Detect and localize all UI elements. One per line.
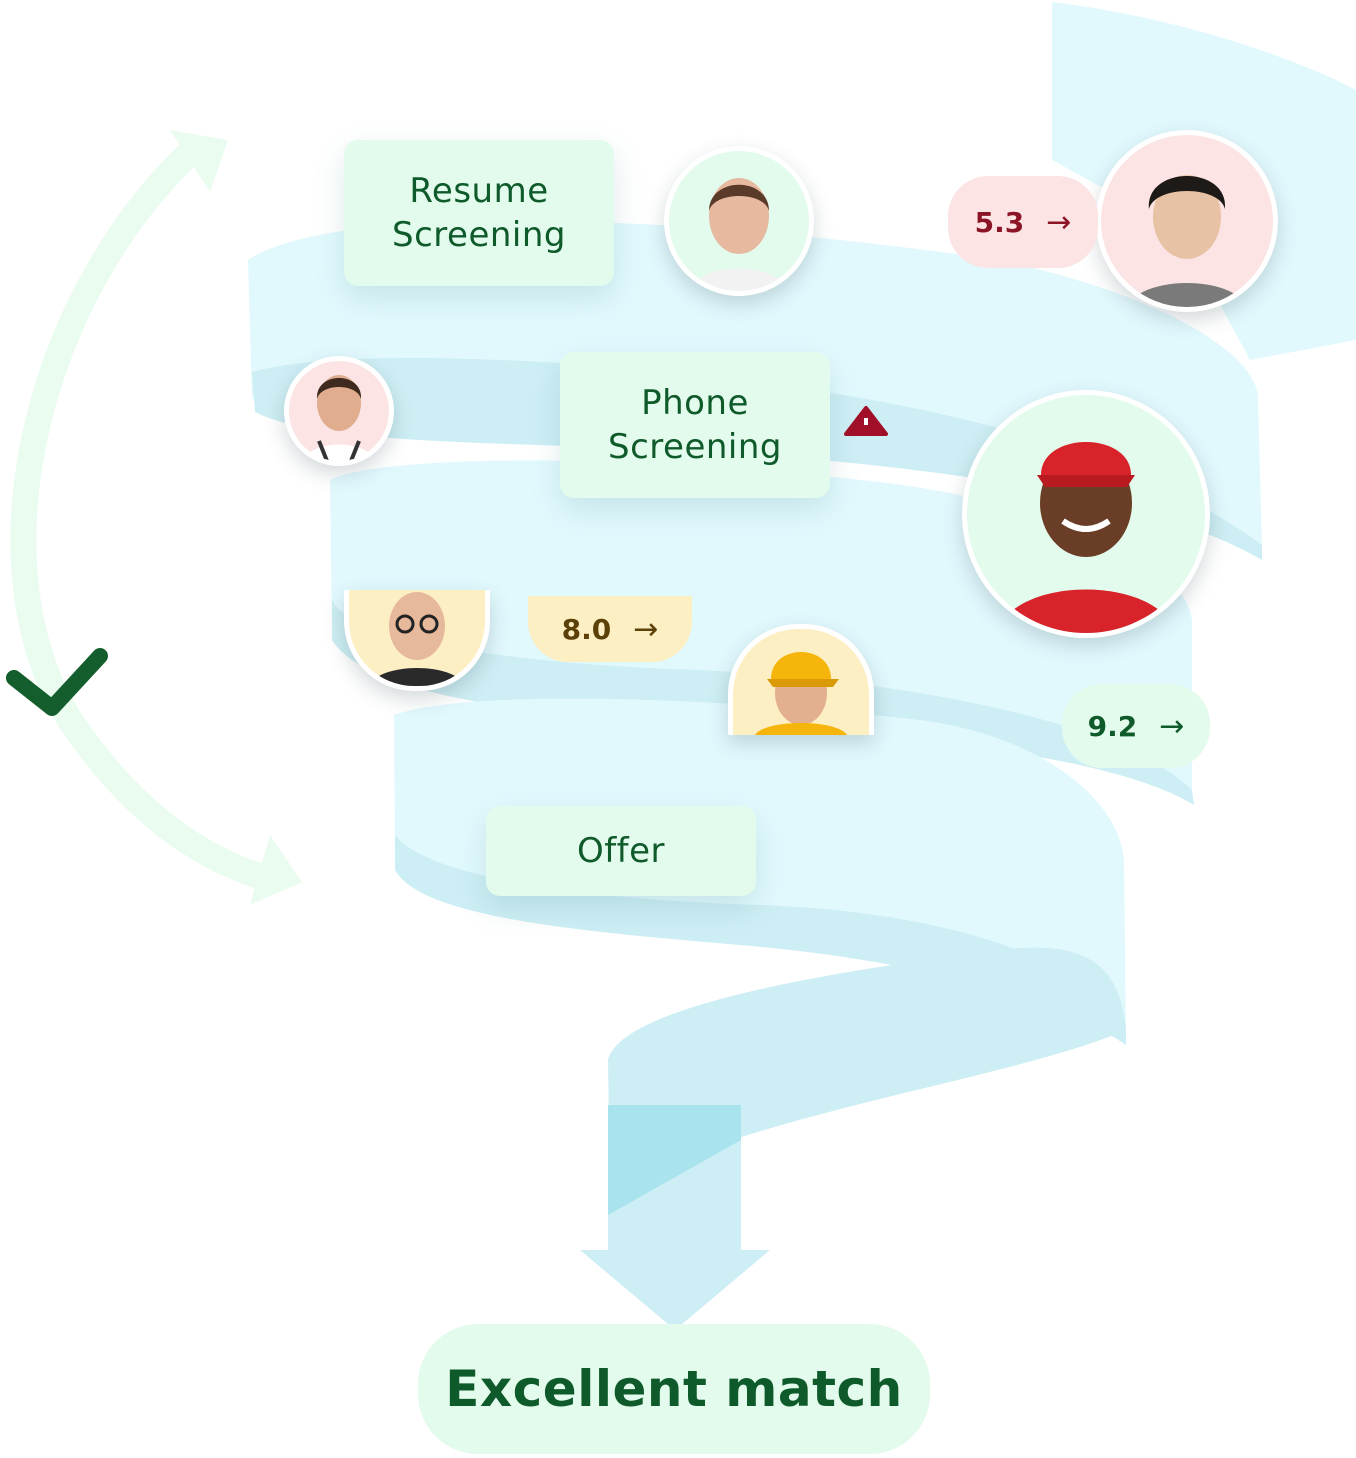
candidate-avatar xyxy=(962,390,1210,638)
result-badge: Excellent match xyxy=(418,1324,930,1454)
arrow-right-icon: → xyxy=(1046,204,1072,240)
person-icon xyxy=(369,592,465,686)
candidate-avatar xyxy=(664,146,814,296)
person-icon xyxy=(1127,175,1247,307)
score-value: 8.0 xyxy=(561,612,612,646)
score-pill-yellow[interactable]: 8.0 → xyxy=(528,596,692,662)
candidate-avatar xyxy=(1096,130,1278,312)
stage-label-text: Offer xyxy=(576,831,666,871)
arrow-right-icon: → xyxy=(1159,708,1185,744)
score-pill-green[interactable]: 9.2 → xyxy=(1062,684,1210,768)
arrow-right-icon: → xyxy=(633,611,659,647)
person-icon xyxy=(997,442,1175,633)
stage-label-text: Resume Screening xyxy=(392,171,566,255)
stage-label-resume-screening: Resume Screening xyxy=(344,140,614,286)
stage-label-phone-screening: Phone Screening xyxy=(560,352,830,498)
person-icon xyxy=(755,652,847,735)
candidate-avatar xyxy=(284,356,394,466)
score-value: 9.2 xyxy=(1087,709,1138,743)
candidate-avatar xyxy=(344,590,490,691)
warning-icon xyxy=(844,406,888,436)
person-icon xyxy=(691,178,787,291)
stage-label-text: Phone Screening xyxy=(608,383,782,467)
score-pill-red[interactable]: 5.3 → xyxy=(948,176,1098,268)
stage-label-offer: Offer xyxy=(486,806,756,896)
cycle-arrow-icon xyxy=(10,130,302,905)
down-arrow-icon xyxy=(580,1105,770,1330)
score-value: 5.3 xyxy=(974,205,1025,239)
person-icon xyxy=(303,375,375,461)
result-label: Excellent match xyxy=(445,1360,903,1418)
candidate-avatar xyxy=(728,624,874,735)
check-icon xyxy=(6,648,108,716)
